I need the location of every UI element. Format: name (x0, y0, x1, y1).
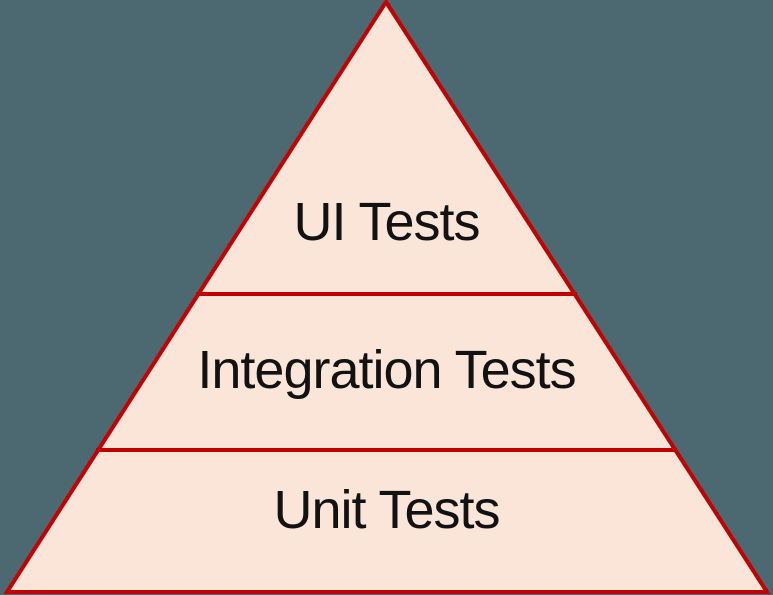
pyramid-outline (3, 0, 771, 594)
